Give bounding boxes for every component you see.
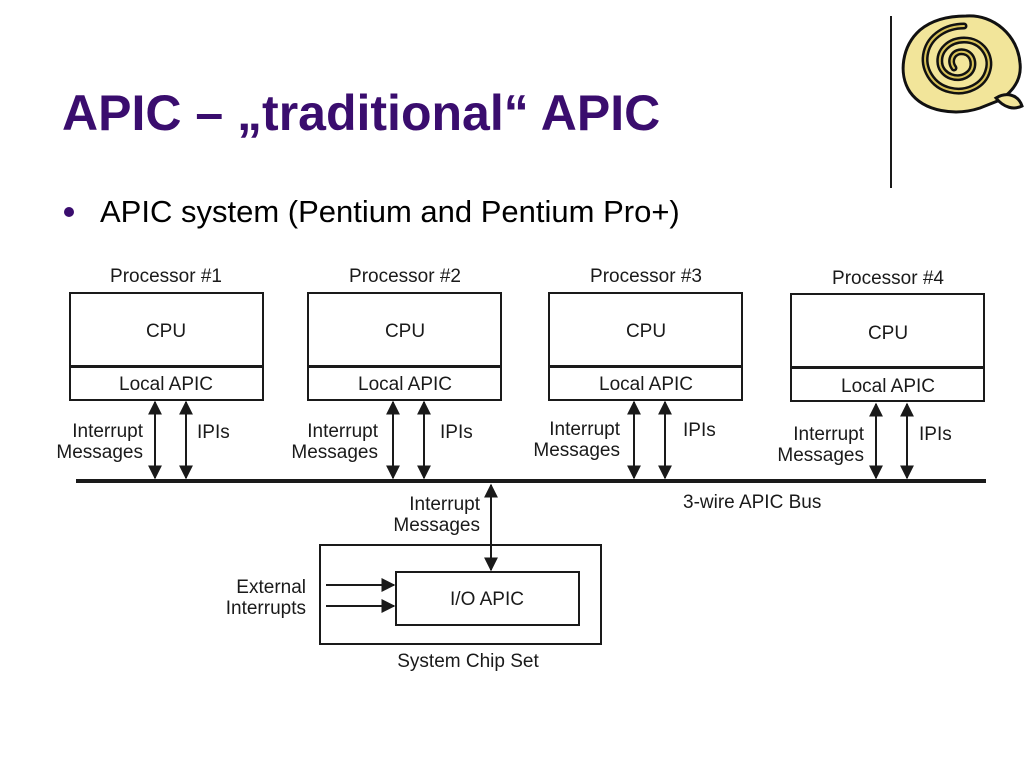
messages-label: Messages <box>533 440 620 461</box>
ipis-label: IPIs <box>683 420 716 441</box>
interrupt-label: Interrupt <box>307 421 378 442</box>
processor-label: Processor #4 <box>832 268 944 289</box>
ipis-label: IPIs <box>919 424 952 445</box>
io-apic-box <box>395 571 580 626</box>
processor-label: Processor #2 <box>349 266 461 287</box>
local-apic-box <box>548 366 743 401</box>
interrupt-label: Interrupt <box>409 494 480 515</box>
external-label: External <box>236 577 306 598</box>
slide-title: APIC – „traditional“ APIC <box>62 85 661 141</box>
processor-1 <box>69 292 264 480</box>
local-apic-label: Local APIC <box>841 376 935 397</box>
chipset-box <box>319 544 602 645</box>
messages-label: Messages <box>393 515 480 536</box>
interrupt-label: Interrupt <box>549 419 620 440</box>
interrupt-label: Interrupt <box>72 421 143 442</box>
interrupts-label: Interrupts <box>226 598 306 619</box>
local-apic-label: Local APIC <box>358 374 452 395</box>
cpu-label: CPU <box>146 321 186 342</box>
interrupt-label: Interrupt <box>793 424 864 445</box>
scroll-spiral-icon <box>896 8 1024 123</box>
cpu-label: CPU <box>626 321 666 342</box>
messages-label: Messages <box>291 442 378 463</box>
local-apic-box <box>790 367 985 402</box>
processor-3 <box>548 292 743 480</box>
chipset-label: System Chip Set <box>397 651 539 672</box>
local-apic-label: Local APIC <box>599 374 693 395</box>
messages-label: Messages <box>56 442 143 463</box>
ipis-label: IPIs <box>197 422 230 443</box>
local-apic-box <box>69 366 264 401</box>
messages-label: Messages <box>777 445 864 466</box>
processor-label: Processor #3 <box>590 266 702 287</box>
processor-2 <box>307 292 502 480</box>
cpu-label: CPU <box>385 321 425 342</box>
bullet-item: APIC system (Pentium and Pentium Pro+) <box>64 194 680 230</box>
local-apic-label: Local APIC <box>119 374 213 395</box>
cpu-label: CPU <box>868 323 908 344</box>
diagram-labels: Processor #1 CPU Local APIC Interrupt Me… <box>56 266 951 672</box>
bullet-dot <box>64 207 74 217</box>
title-divider <box>890 16 892 188</box>
ipis-label: IPIs <box>440 422 473 443</box>
io-apic-label: I/O APIC <box>450 589 524 610</box>
processor-4 <box>790 293 985 480</box>
bus-label: 3-wire APIC Bus <box>683 492 821 513</box>
local-apic-box <box>307 366 502 401</box>
bullet-text: APIC system (Pentium and Pentium Pro+) <box>100 194 680 229</box>
processor-label: Processor #1 <box>110 266 222 287</box>
